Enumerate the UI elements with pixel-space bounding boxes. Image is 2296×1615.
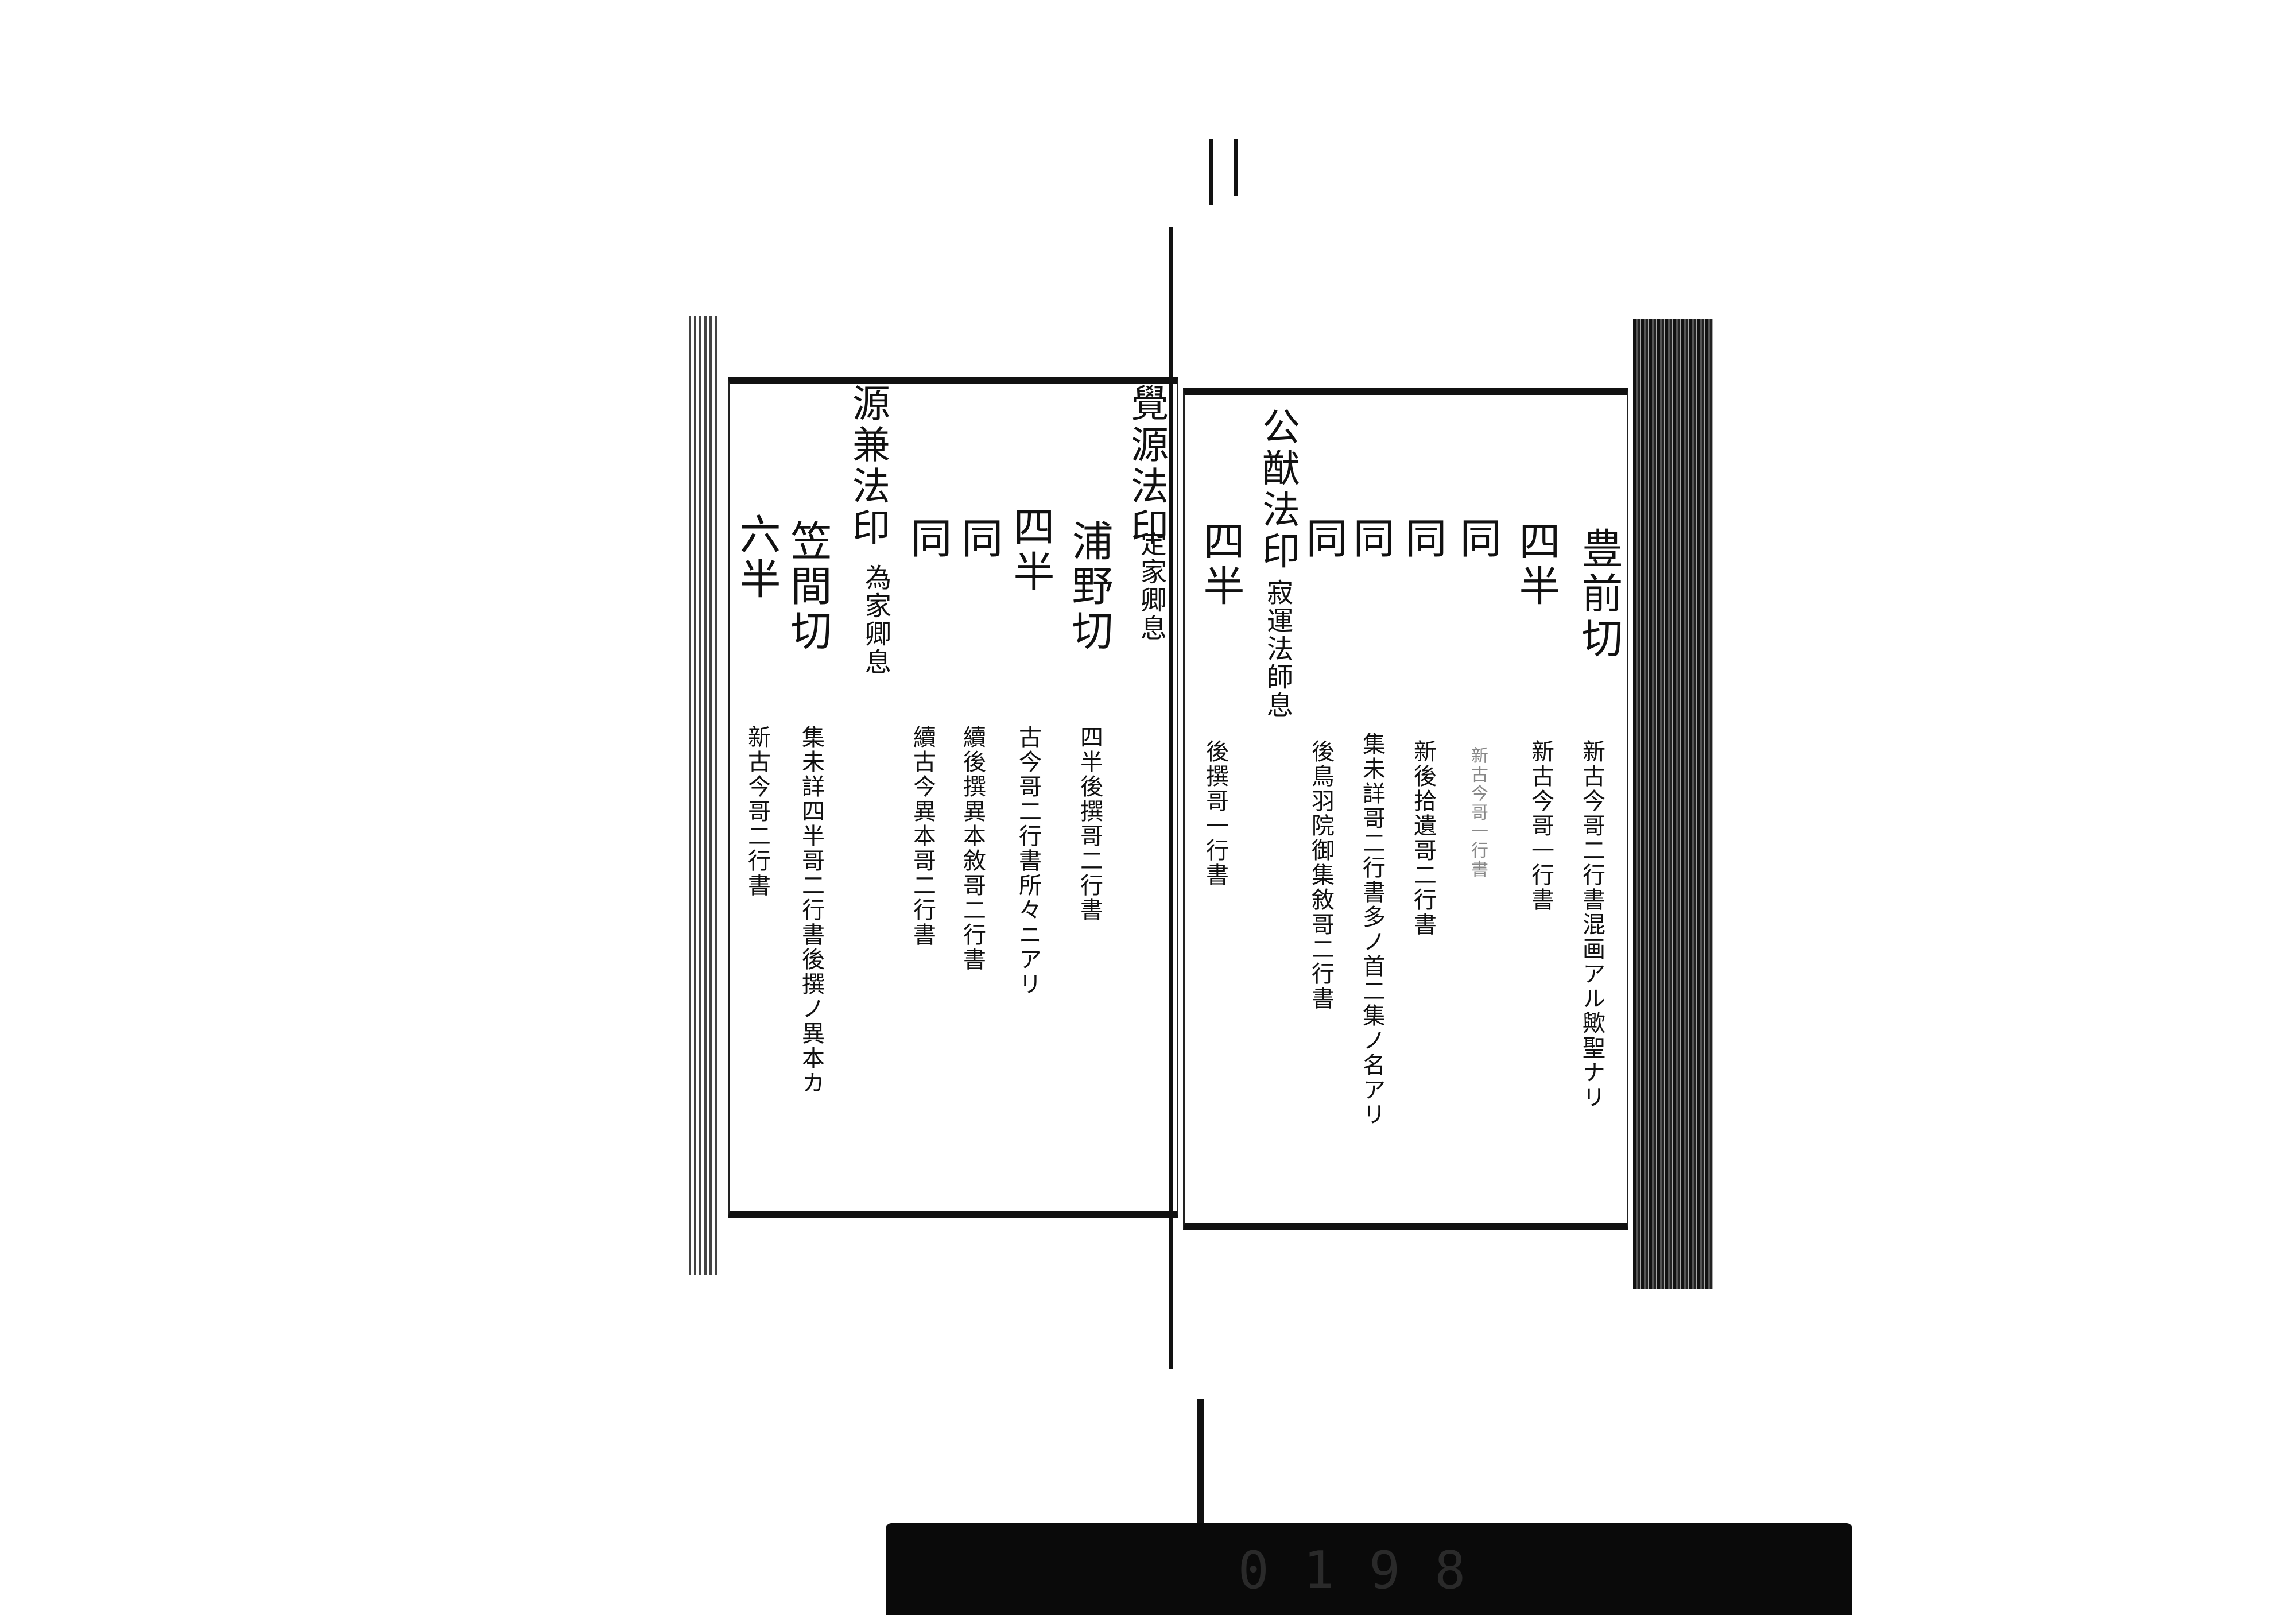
- entry-heading: 同: [1453, 517, 1501, 561]
- entry-note: 新後拾遺哥二行書: [1410, 739, 1436, 937]
- holder-stick: [1197, 1399, 1204, 1531]
- top-mark: [1234, 139, 1238, 196]
- entry-note: 後撰哥一行書: [1202, 739, 1228, 888]
- left-page-frame: [728, 377, 1178, 1218]
- entry-note: 新古今哥一行書: [1468, 746, 1488, 879]
- entry-note: 新古今哥二行書混画アル歟聖ナリ: [1578, 739, 1605, 1110]
- entry-heading: 四半: [1196, 520, 1244, 609]
- plate-number: 0198: [1238, 1540, 1500, 1601]
- entry-note: 古今哥二行書所々ニアリ: [1015, 725, 1041, 997]
- entry-note: 新古今哥一行書: [1527, 739, 1554, 912]
- entry-heading: 豊前切: [1574, 527, 1623, 661]
- entry-note: 為家卿息: [861, 564, 892, 676]
- entry-heading: 同: [1299, 517, 1347, 561]
- entry-heading: 笠間切: [784, 520, 832, 654]
- right-book-edge: [1633, 319, 1713, 1289]
- entry-heading: 同: [903, 517, 952, 561]
- entry-heading: 四半: [1006, 505, 1054, 595]
- entry-note: 後鳥羽院御集敘哥二行書: [1308, 739, 1334, 1011]
- top-mark: [1209, 139, 1213, 205]
- entry-heading: 源兼法印: [846, 384, 890, 549]
- entry-note: 續古今異本哥二行書: [909, 725, 936, 947]
- entry-note: 定家卿息: [1137, 530, 1168, 642]
- entry-heading: 覺源法印: [1124, 384, 1169, 549]
- entry-heading: 公猷法印: [1256, 407, 1300, 572]
- entry-note: 續後撰異本敘哥二行書: [959, 725, 986, 972]
- entry-note: 集未詳哥二行書多ノ首二集ノ名アリ: [1359, 732, 1385, 1127]
- right-page-frame: [1183, 388, 1628, 1230]
- book-spine: [1169, 227, 1173, 1369]
- entry-heading: 浦野切: [1065, 520, 1113, 654]
- left-book-edge: [689, 316, 718, 1275]
- entry-heading: 同: [1346, 517, 1394, 561]
- entry-note: 四半後撰哥二行書: [1076, 725, 1103, 923]
- entry-note: 新古今哥二行書: [744, 725, 770, 898]
- entry-note: 寂運法師息: [1263, 579, 1294, 719]
- entry-heading: 同: [1398, 517, 1446, 561]
- entry-heading: 四半: [1512, 520, 1560, 609]
- entry-note: 集未詳四半哥二行書後撰ノ異本カ: [798, 725, 824, 1095]
- catalog-plate: 0198: [886, 1523, 1852, 1615]
- entry-heading: 同: [955, 517, 1003, 561]
- entry-heading: 六半: [732, 513, 781, 602]
